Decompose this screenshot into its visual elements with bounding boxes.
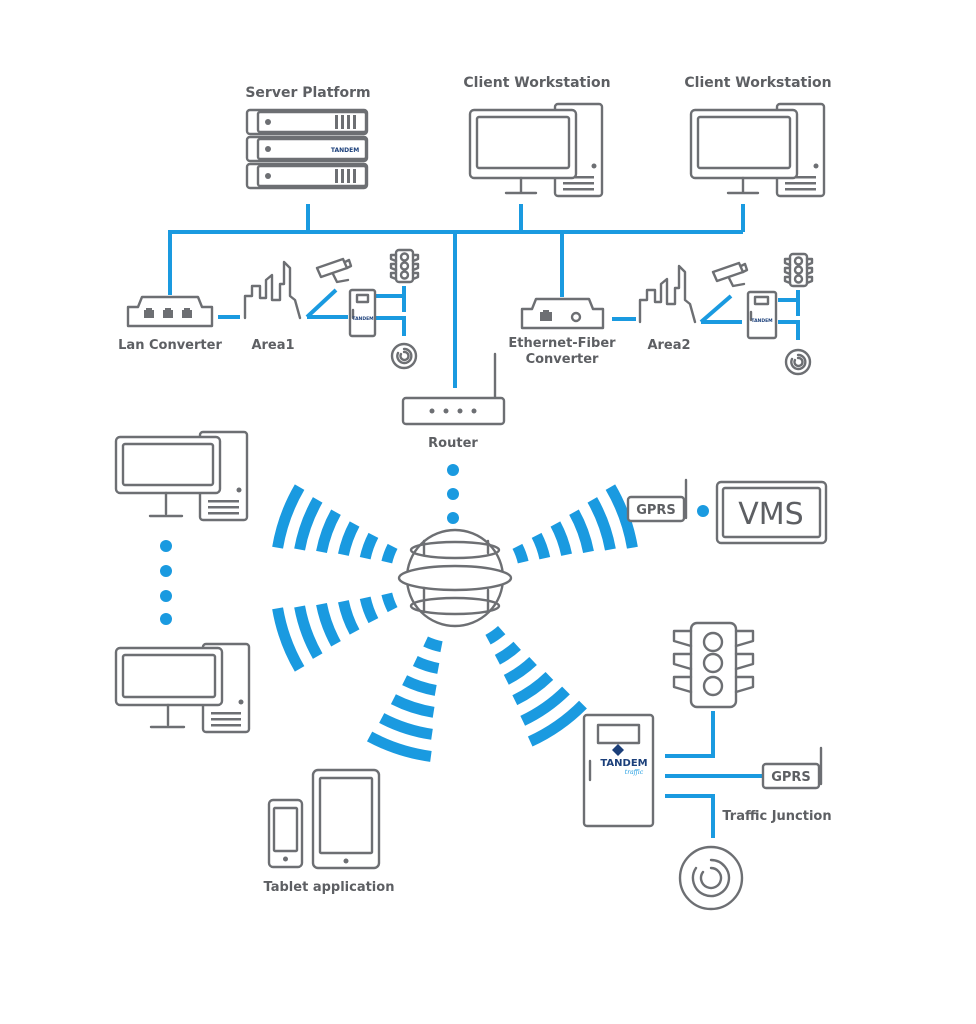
- wave-arc: [527, 700, 587, 747]
- left-computer-bottom: [114, 642, 251, 734]
- server-rack-icon: TANDEM: [245, 108, 369, 190]
- loop-detector-icon: [678, 845, 744, 911]
- traffic-junction-label: Traffic Junction: [722, 809, 831, 824]
- traffic-junction: TANDEM traffic GPRS Traffic Junction: [582, 621, 832, 911]
- buildings-icon: [243, 260, 302, 320]
- cctv-camera-icon: [711, 261, 749, 288]
- wave-arc: [503, 656, 537, 685]
- backbone-links: [168, 204, 800, 388]
- svg-text:TANDEM: TANDEM: [751, 318, 773, 324]
- area2: Area2 TANDEM: [638, 252, 814, 376]
- wave-left-up: [272, 484, 398, 564]
- phone-icon: [267, 798, 304, 869]
- gprs-junction-label: GPRS: [771, 770, 811, 785]
- lan-converter-label: Lan Converter: [118, 338, 222, 353]
- traffic-light-icon: [389, 248, 420, 284]
- wave-right-up: [512, 484, 638, 564]
- wave-down-left: [366, 636, 443, 762]
- svg-text:TANDEM: TANDEM: [331, 147, 359, 154]
- router-globe-dots: [447, 464, 459, 524]
- wave-arc: [272, 484, 305, 549]
- area1-label: Area1: [251, 338, 294, 353]
- router: Router: [401, 352, 506, 451]
- wave-arc: [381, 543, 398, 564]
- traffic-light-icon: [672, 621, 755, 709]
- tablet-icon: [311, 768, 381, 870]
- wave-arc: [338, 521, 360, 557]
- buildings-icon: [638, 264, 697, 324]
- lan-converter: Lan Converter: [118, 295, 222, 353]
- tablet-application: Tablet application: [264, 768, 395, 895]
- router-label: Router: [428, 436, 478, 451]
- client-workstation-1: Client Workstation: [463, 75, 611, 198]
- wave-arc: [402, 675, 437, 696]
- cctv-camera-icon: [315, 257, 353, 284]
- tablet-application-label: Tablet application: [264, 880, 395, 895]
- wave-arc: [294, 605, 323, 659]
- wave-arc: [605, 484, 638, 549]
- desktop-computer-icon: [114, 642, 251, 734]
- wave-arc: [550, 521, 572, 557]
- wave-left-down: [272, 592, 398, 672]
- router-icon: [401, 352, 506, 426]
- ethernet-fiber-label-1: Ethernet-Fiber: [508, 336, 616, 351]
- desktop-computer-icon: [689, 102, 826, 198]
- gprs-module: GPRS: [761, 746, 823, 790]
- gprs-vms-label: GPRS: [636, 503, 676, 518]
- wave-arc: [359, 596, 379, 624]
- vms-label: VMS: [738, 497, 803, 532]
- wave-arc: [359, 532, 379, 560]
- wave-arc: [381, 592, 398, 613]
- wave-down-right: [485, 625, 587, 747]
- wave-arc: [316, 509, 341, 554]
- wave-arc: [423, 636, 443, 653]
- client-workstation-2-label: Client Workstation: [684, 75, 831, 91]
- wave-arc: [494, 641, 521, 665]
- controller-brand-label: TANDEM: [600, 758, 647, 769]
- vms-unit: GPRS VMS: [626, 478, 828, 545]
- left-computer-top: [114, 430, 249, 522]
- wave-arc: [520, 686, 570, 726]
- globe-icon: [397, 528, 513, 628]
- gprs-module: GPRS: [626, 478, 688, 523]
- fiber-converter-icon: [520, 297, 605, 330]
- ethernet-fiber-label-2: Converter: [526, 352, 599, 367]
- controller-brand-sub-label: traffic: [625, 769, 644, 776]
- controller-cabinet-icon: TANDEM: [746, 290, 778, 340]
- area2-label: Area2: [647, 338, 690, 353]
- area1: Area1 TANDEM: [243, 248, 420, 370]
- client-workstation-2: Client Workstation: [684, 75, 832, 198]
- controller-cabinet-icon: TANDEM: [348, 288, 377, 338]
- wave-arc: [569, 509, 594, 554]
- wireless-waves: [272, 484, 638, 762]
- wave-arc: [512, 671, 554, 706]
- wave-arc: [587, 497, 616, 551]
- desktop-computer-icon: [468, 102, 604, 198]
- lan-converter-icon: [126, 295, 214, 328]
- server-platform: Server Platform TANDEM: [245, 85, 371, 190]
- loop-detector-icon: [390, 342, 418, 370]
- wave-arc: [272, 607, 305, 672]
- desktop-computer-icon: [114, 430, 249, 522]
- ethernet-fiber-converter: Ethernet-Fiber Converter: [508, 297, 616, 367]
- left-computers-dots: [160, 540, 172, 625]
- server-platform-label: Server Platform: [245, 85, 370, 101]
- wave-arc: [390, 694, 435, 718]
- wave-arc: [512, 543, 529, 564]
- wave-arc: [294, 497, 323, 551]
- controller-cabinet-icon: TANDEM traffic: [582, 713, 655, 828]
- wave-arc: [485, 625, 506, 645]
- wave-arc: [412, 655, 440, 674]
- wave-arc: [379, 713, 433, 740]
- vms-sign: VMS: [715, 480, 828, 545]
- svg-text:TANDEM: TANDEM: [352, 316, 374, 322]
- client-workstation-1-label: Client Workstation: [463, 75, 610, 91]
- loop-detector-icon: [784, 348, 812, 376]
- traffic-light-icon: [783, 252, 814, 288]
- wave-arc: [338, 599, 360, 635]
- wave-arc: [366, 731, 432, 762]
- wave-arc: [316, 602, 341, 647]
- wave-arc: [531, 532, 551, 560]
